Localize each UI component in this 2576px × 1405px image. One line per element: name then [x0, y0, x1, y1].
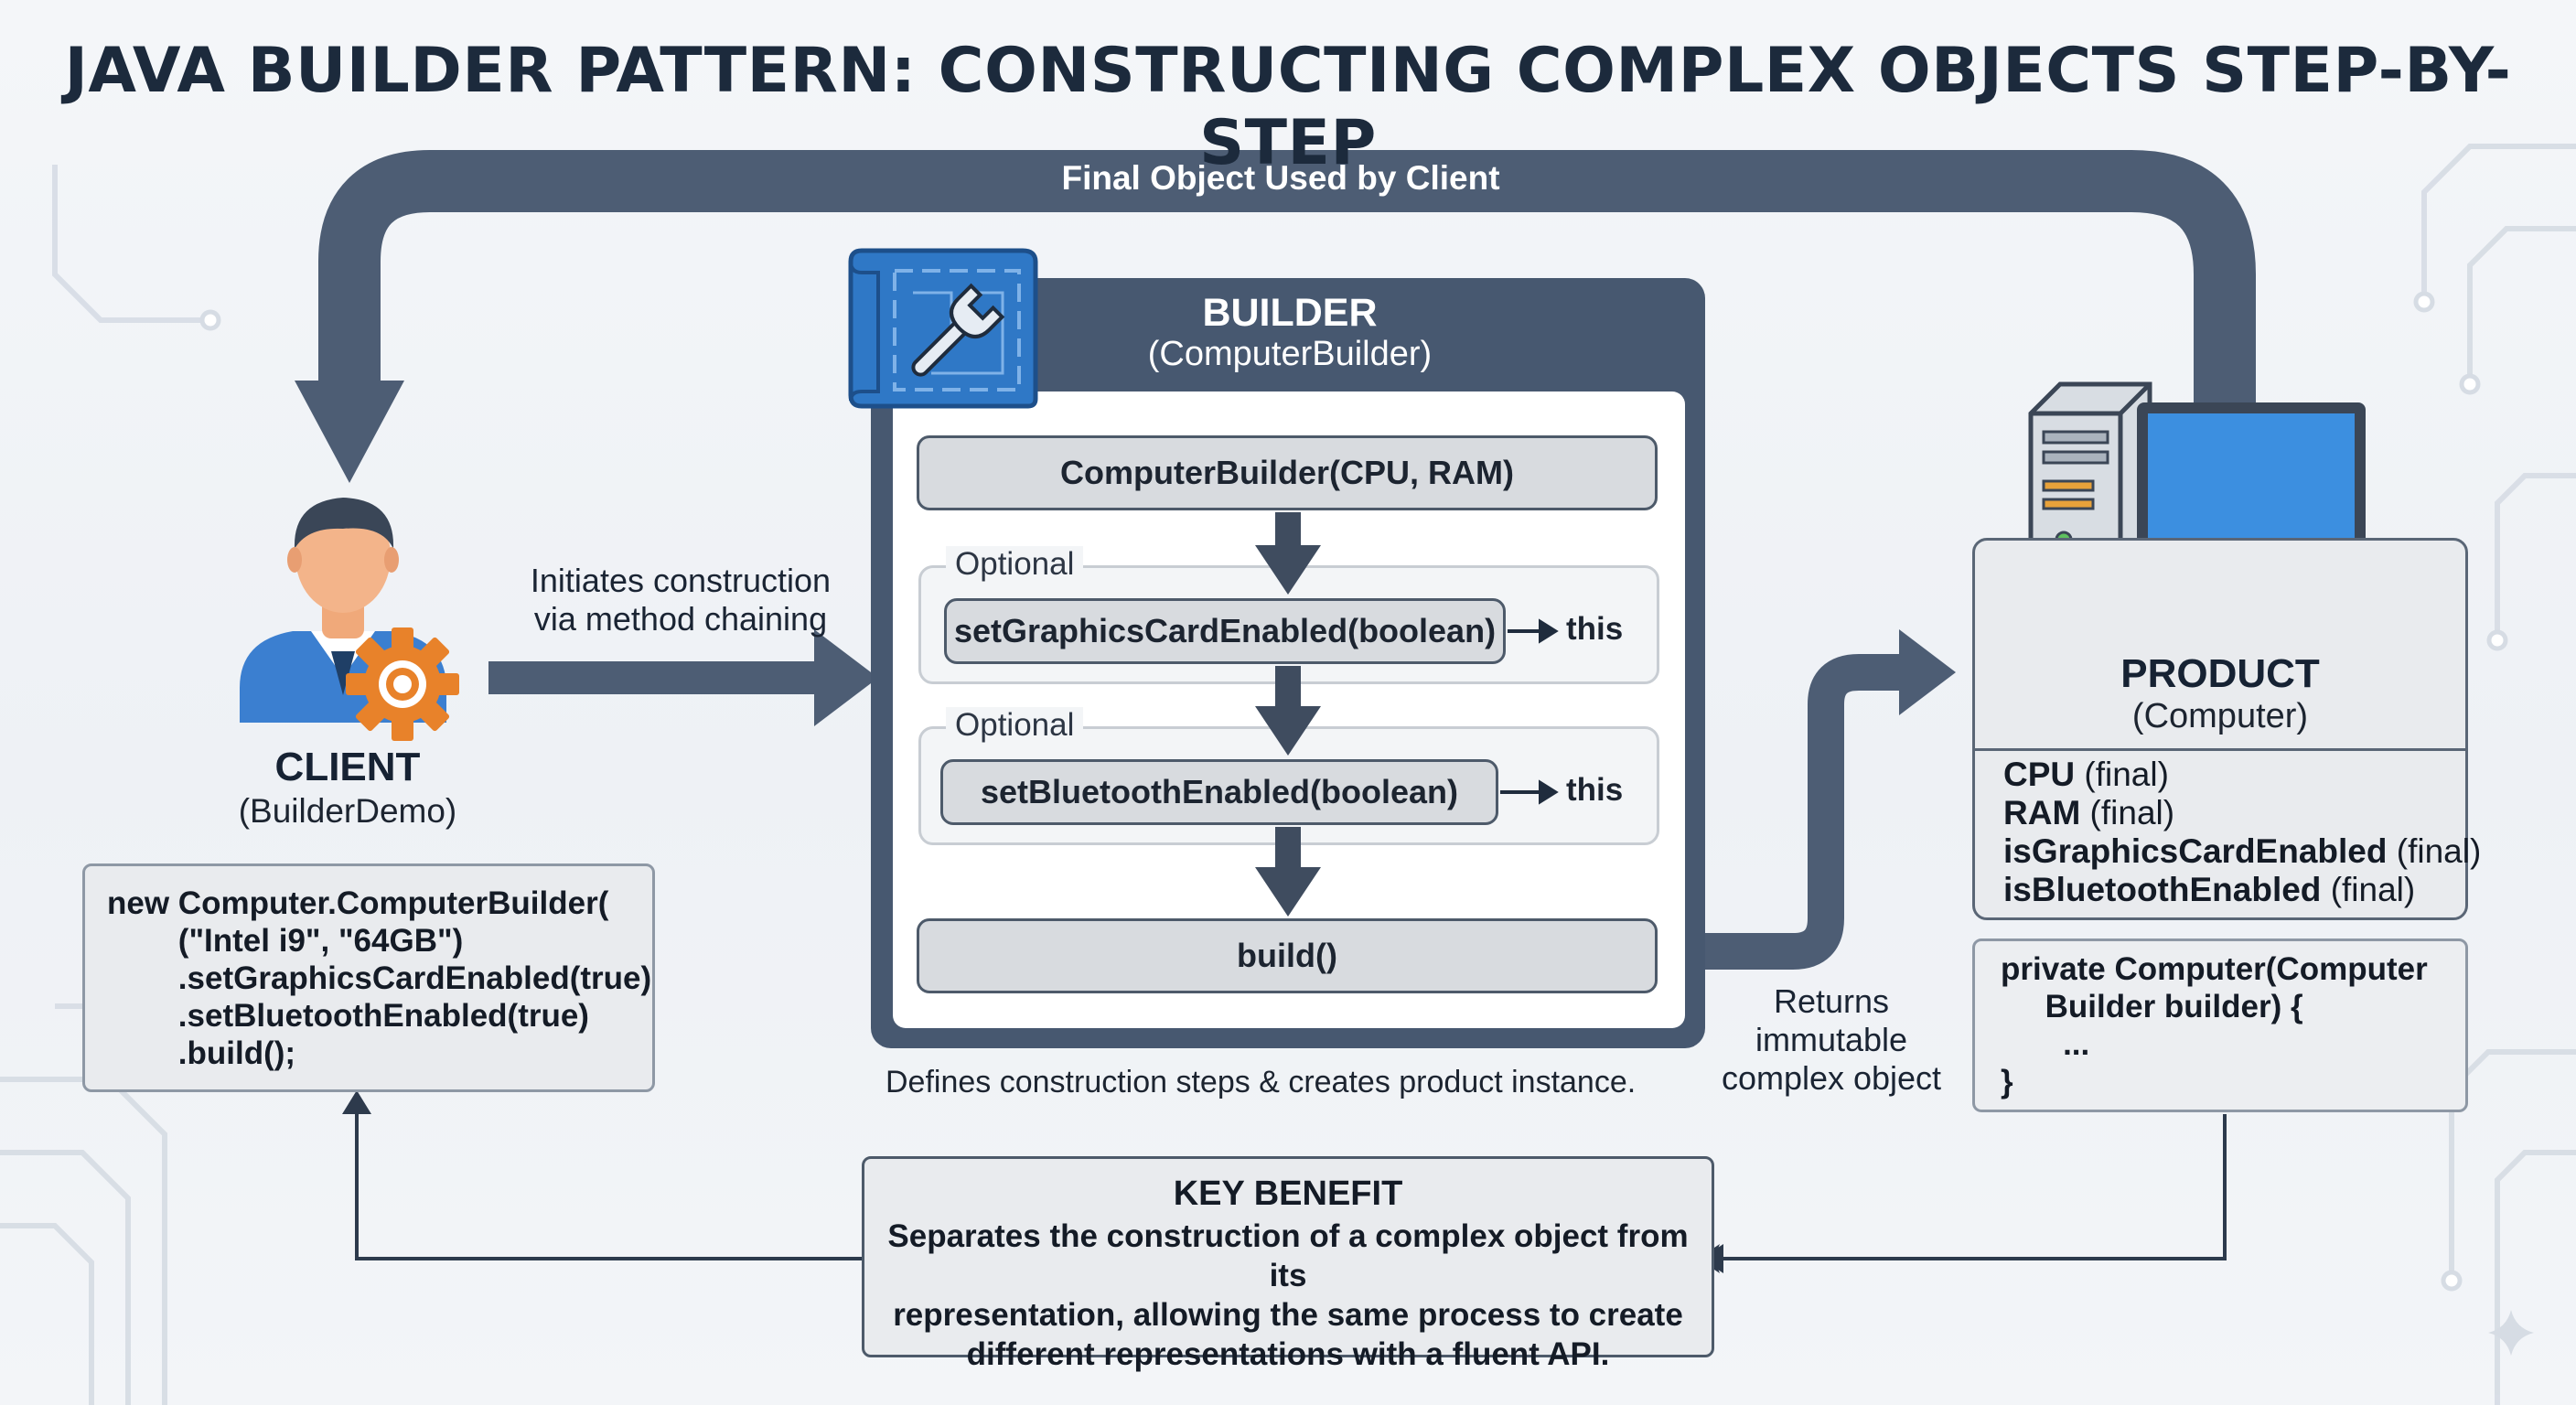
set-bluetooth-step: setBluetoothEnabled(boolean) — [940, 759, 1498, 825]
client-to-builder-head — [814, 629, 878, 726]
product-field-ram: RAM (final) — [2003, 794, 2174, 832]
field-qualifier: (final) — [2084, 756, 2169, 793]
product-field-graphics: isGraphicsCardEnabled (final) — [2003, 832, 2481, 871]
code-line: .build(); — [107, 1035, 296, 1071]
client-subtitle: (BuilderDemo) — [238, 792, 457, 830]
code-line: private Computer(Computer — [2001, 951, 2428, 987]
field-qualifier: (final) — [2089, 794, 2175, 831]
code-line: .setBluetoothEnabled(true) — [107, 998, 589, 1034]
set-graphics-step: setGraphicsCardEnabled(boolean) — [944, 598, 1506, 664]
optional-label: Optional — [946, 707, 1084, 744]
return-this-label: this — [1566, 772, 1624, 808]
key-benefit-box — [862, 1156, 1714, 1357]
code-line: ("Intel i9", "64GB") — [107, 923, 464, 959]
optional-label: Optional — [946, 546, 1084, 583]
field-qualifier: (final) — [2330, 871, 2416, 908]
field-name: RAM — [2003, 794, 2081, 831]
gear-icon — [346, 627, 459, 741]
builder-title: BUILDER — [1202, 291, 1378, 335]
build-to-product-arrow — [1658, 654, 1912, 970]
client-title: CLIENT — [274, 745, 421, 789]
key-benefit-title: KEY BENEFIT — [1173, 1174, 1403, 1213]
product-subtitle: (Computer) — [2131, 697, 2309, 735]
code-line: } — [2001, 1064, 2013, 1099]
field-name: CPU — [2003, 756, 2076, 793]
product-field-bluetooth: isBluetoothEnabled (final) — [2003, 871, 2415, 909]
key-benefit-line: Separates the construction of a complex … — [887, 1218, 1689, 1293]
client-code-block: new Computer.ComputerBuilder( ("Intel i9… — [82, 863, 655, 1092]
field-name: isBluetoothEnabled — [2003, 871, 2322, 908]
page-title: JAVA BUILDER PATTERN: CONSTRUCTING COMPL… — [64, 35, 2512, 179]
returns-label-line: Returns — [1773, 982, 1890, 1020]
loop-arrow-label: Final Object Used by Client — [1061, 159, 1500, 197]
product-card — [1972, 538, 2468, 920]
client-arrow-label-line: via method chaining — [533, 600, 828, 638]
client-arrow-label-line: Initiates construction — [530, 562, 832, 599]
field-name: isGraphicsCardEnabled — [2003, 832, 2388, 870]
product-title: PRODUCT — [2120, 651, 2320, 696]
key-benefit-line: different representations with a fluent … — [966, 1336, 1610, 1372]
build-step: build() — [917, 918, 1658, 993]
client-arrow-label: Initiates construction via method chaini… — [498, 562, 864, 638]
return-this-label: this — [1566, 611, 1624, 647]
sparkle-icon — [2488, 1310, 2534, 1356]
product-constructor-code: private Computer(Computer Builder builde… — [1972, 938, 2468, 1112]
loop-arrow-head — [295, 381, 404, 483]
code-line: new Computer.ComputerBuilder( — [107, 885, 609, 921]
returns-label: Returns immutable complex object — [1716, 982, 1947, 1098]
blueprint-wrench-icon — [848, 248, 1038, 409]
product-field-cpu: CPU (final) — [2003, 756, 2169, 794]
code-line: .setGraphicsCardEnabled(true) — [107, 960, 652, 996]
returns-label-line: immutable — [1755, 1021, 1908, 1058]
builder-subtitle: (ComputerBuilder) — [1147, 335, 1433, 373]
product-to-benefit-line — [1720, 1114, 2227, 1260]
build-to-product-head — [1899, 629, 1956, 715]
benefit-to-client-line — [355, 1109, 862, 1260]
code-line: ... — [2001, 1026, 2090, 1062]
builder-caption: Defines construction steps & creates pro… — [886, 1065, 1637, 1099]
field-qualifier: (final) — [2396, 832, 2482, 870]
circuit-decoration — [0, 144, 2576, 1405]
key-benefit-line: representation, allowing the same proces… — [893, 1297, 1683, 1333]
product-divider — [1972, 748, 2468, 751]
final-object-loop-arrow — [318, 150, 2256, 412]
constructor-step: ComputerBuilder(CPU, RAM) — [917, 435, 1658, 510]
returns-label-line: complex object — [1721, 1059, 1942, 1097]
code-line: Builder builder) { — [2001, 989, 2303, 1024]
client-to-builder-shaft — [488, 661, 827, 694]
key-benefit-text: Separates the construction of a complex … — [880, 1217, 1696, 1374]
